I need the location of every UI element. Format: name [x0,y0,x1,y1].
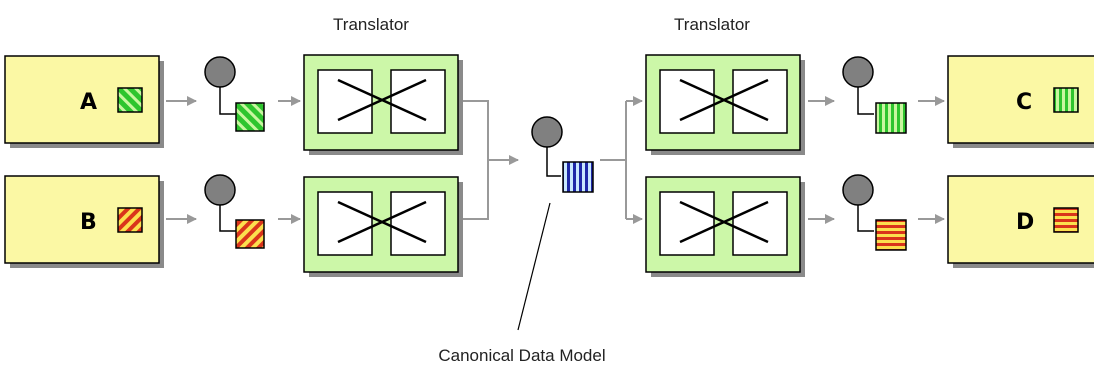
channel-d [842,174,907,251]
application-d: D [947,175,1094,268]
application-a: A [4,55,164,148]
application-b: B [4,175,164,268]
pipe-icon [531,116,563,148]
translator-label-right: Translator [674,15,750,34]
canonical-pointer-line [517,202,551,331]
channel-b [204,174,265,249]
red-horizontal-message-icon [1053,207,1079,233]
pipe-icon [842,174,874,206]
cross-translator-icon [679,200,769,244]
translator-bottom-left [303,176,463,277]
cross-translator-icon [337,200,427,244]
translator-label-left: Translator [333,15,409,34]
red-diagonal-message-icon [235,219,265,249]
canonical-data-model-label: Canonical Data Model [438,346,605,365]
green-vertical-message-icon [1053,87,1079,113]
application-c: C [947,55,1094,148]
cross-translator-icon [679,78,769,122]
channel-c [842,56,907,134]
cross-translator-icon [337,78,427,122]
translator-top-left [303,54,463,155]
channel-a [204,56,265,132]
blue-vertical-message-icon [562,161,594,193]
application-a-label: A [80,90,97,115]
canonical-channel [531,116,594,193]
translator-bottom-right [645,176,805,277]
merge-connector [463,100,519,220]
red-horizontal-message-icon [875,219,907,251]
pipe-icon [204,56,236,88]
green-vertical-message-icon [875,102,907,134]
red-diagonal-message-icon [117,207,143,233]
split-connector [600,96,643,224]
application-c-label: C [1016,90,1032,115]
pipe-icon [842,56,874,88]
application-d-label: D [1016,210,1034,235]
application-b-label: B [80,210,97,235]
green-diagonal-message-icon [117,87,143,113]
green-diagonal-message-icon [235,102,265,132]
pipe-icon [204,174,236,206]
translator-top-right [645,54,805,155]
